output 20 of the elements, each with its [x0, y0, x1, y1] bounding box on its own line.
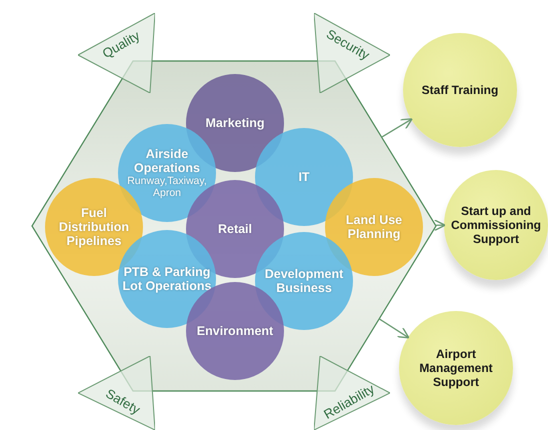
- node-label: Start up and Commissioning Support: [450, 204, 542, 246]
- arrow: [381, 118, 413, 138]
- triangle-pennant: [314, 356, 390, 430]
- node-label: Airport Management Support: [418, 347, 494, 389]
- arrow: [378, 318, 410, 339]
- node-label: Land Use Planning: [344, 213, 404, 241]
- node-label: Fuel Distribution Pipelines: [58, 206, 130, 248]
- node-label: PTB & Parking Lot Operations: [122, 265, 212, 293]
- triangle-pennant: [78, 356, 155, 430]
- arrow: [434, 219, 446, 232]
- node-label: Retail: [218, 222, 252, 236]
- triangle-pennant: [78, 13, 155, 93]
- node-label: Airside Operations: [133, 147, 201, 175]
- node-label: Staff Training: [422, 83, 498, 97]
- node-label: IT: [298, 170, 310, 184]
- node-label: Development Business: [264, 267, 344, 295]
- node-label: Environment: [196, 324, 274, 338]
- node-label: Marketing: [205, 116, 265, 130]
- triangle-pennant: [314, 13, 390, 93]
- node-sublabel: Runway,Taxiway, Apron: [126, 175, 208, 199]
